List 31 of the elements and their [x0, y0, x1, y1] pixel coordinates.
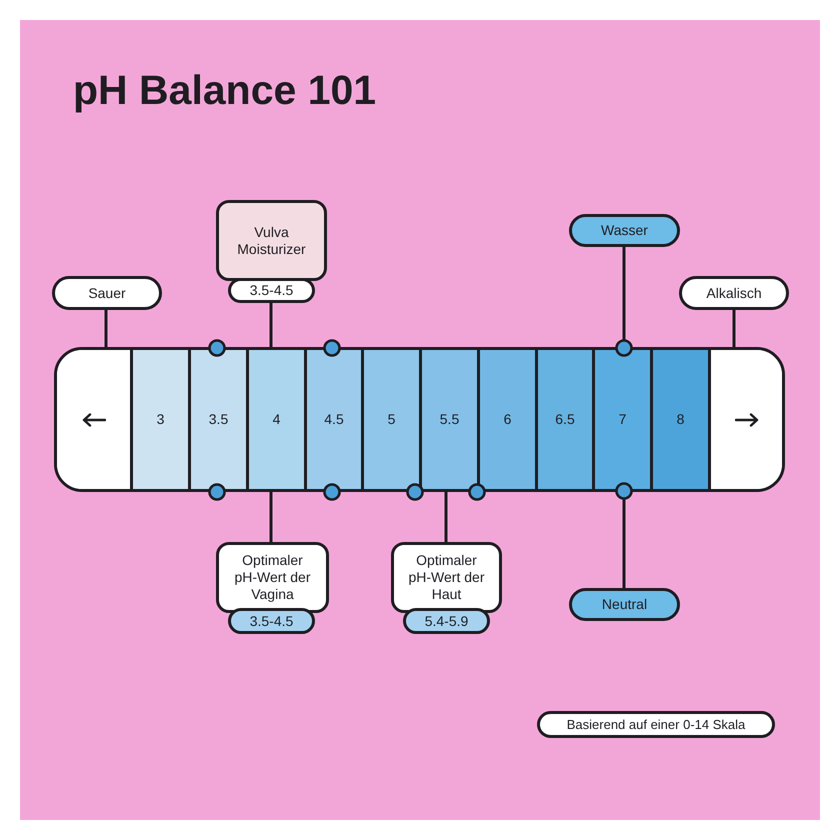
ph-scale-cell: 6.5 — [535, 350, 592, 489]
title: pH Balance 101 — [73, 67, 376, 113]
product-card: Vulva Moisturizer — [216, 200, 327, 281]
leader-line — [270, 303, 272, 348]
ph-scale-cell: 7 — [592, 350, 650, 489]
ph-scale-cell: 5 — [361, 350, 419, 489]
ph-scale-cell: 4.5 — [304, 350, 361, 489]
leader-line — [732, 310, 736, 348]
ph-scale-cell: 5.5 — [419, 350, 477, 489]
ph-scale-cell: 3.5 — [188, 350, 246, 489]
callout-pill: Wasser — [569, 214, 680, 247]
leader-line — [444, 491, 448, 542]
callout-pill: Neutral — [569, 588, 680, 621]
ph-scale-cell: 3 — [130, 350, 188, 489]
ph-scale-cell: 8 — [650, 350, 708, 489]
scale-end-cell — [708, 350, 782, 489]
note-pill: Basierend auf einer 0-14 Skala — [537, 711, 775, 738]
ph-scale-cell: 4 — [246, 350, 304, 489]
ph-scale-cell: 6 — [477, 350, 535, 489]
leader-line — [104, 310, 108, 348]
info-card: Optimaler pH-Wert der Haut — [391, 542, 502, 613]
info-card: Optimaler pH-Wert der Vagina — [216, 542, 329, 613]
ph-scale-bar — [54, 347, 785, 492]
callout-pill: Sauer — [52, 276, 162, 310]
range-tag: 5.4-5.9 — [403, 608, 490, 634]
range-tag: 3.5-4.5 — [228, 608, 315, 634]
leader-line — [270, 491, 272, 542]
leader-line — [615, 482, 633, 588]
leader-line — [615, 247, 633, 357]
callout-pill: Alkalisch — [679, 276, 789, 310]
range-tag: 3.5-4.5 — [228, 278, 315, 303]
